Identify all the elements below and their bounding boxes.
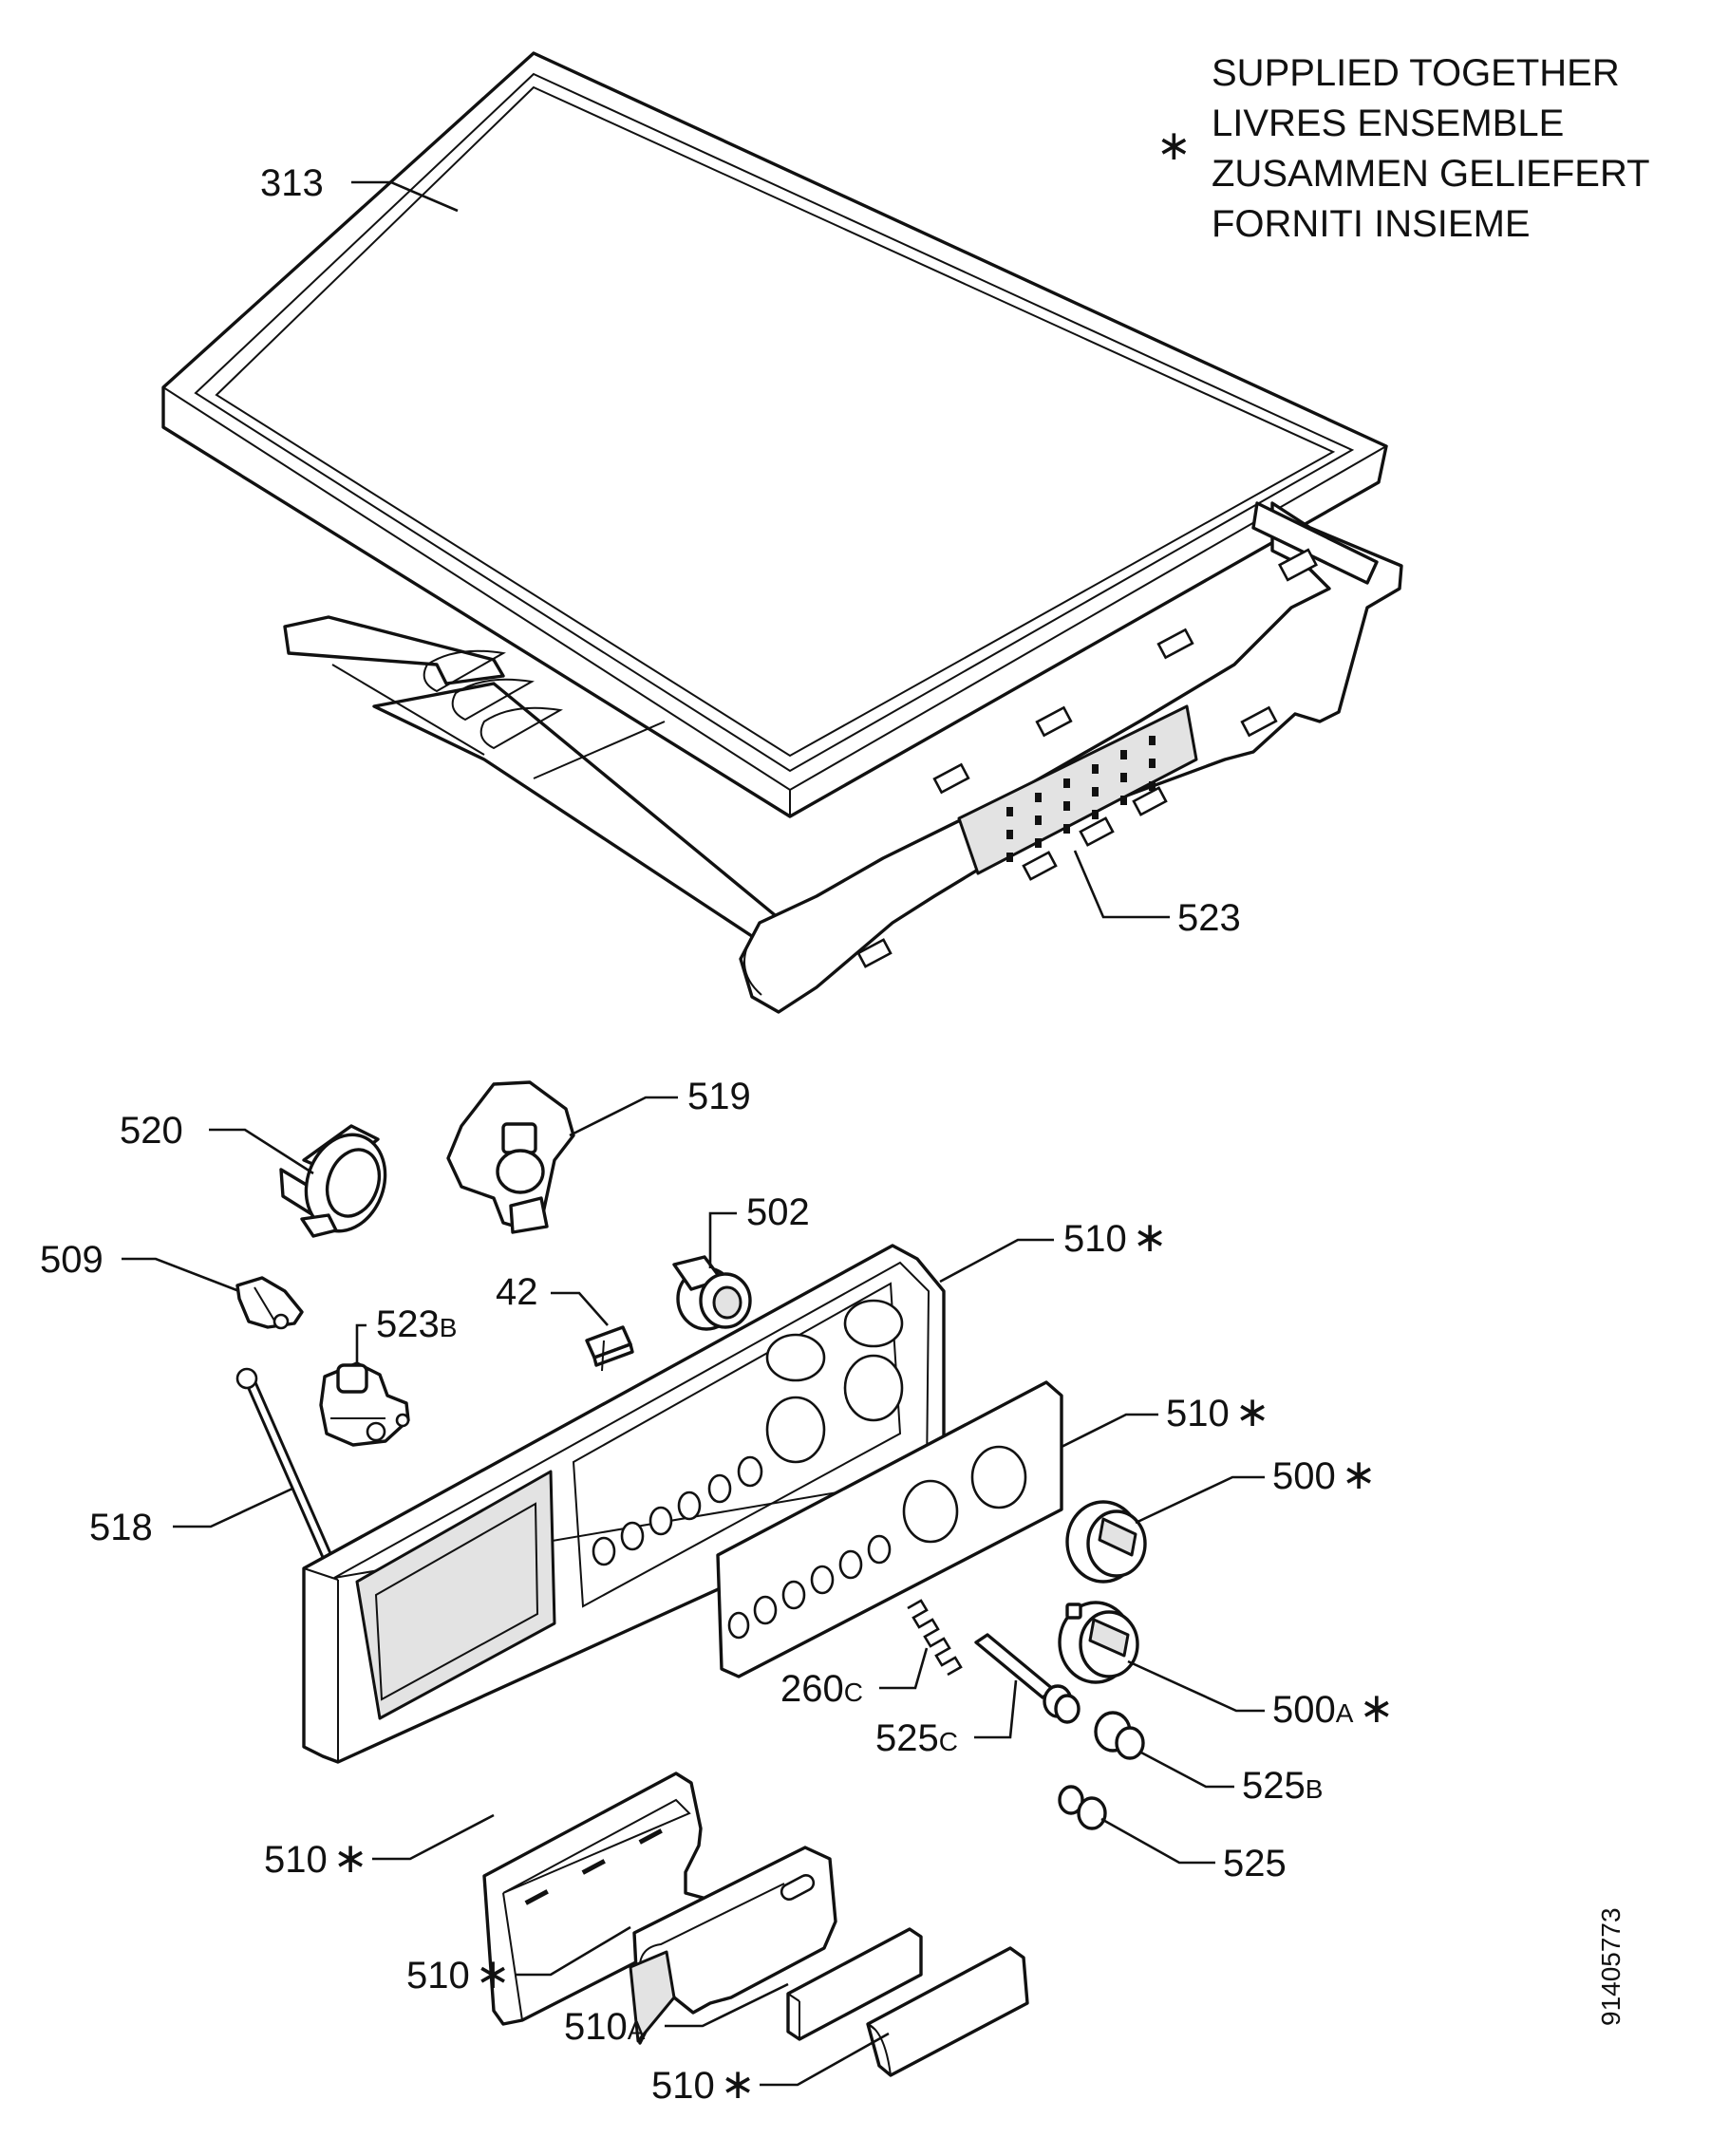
drawing-number: 91405773 (1596, 1907, 1626, 2026)
leader-lines (122, 180, 1265, 2087)
leader-509 (122, 1257, 240, 1293)
callout-313: 313 (260, 162, 324, 204)
callout-502: 502 (746, 1191, 810, 1233)
legend-line-de: ZUSAMMEN GELIEFERT (1212, 153, 1650, 195)
leader-525b (1140, 1751, 1234, 1789)
leader-510-drawer (372, 1813, 495, 1861)
leader-500 (1135, 1475, 1265, 1525)
callout-500a: 500A∗ (1272, 1684, 1394, 1733)
legend: ∗ SUPPLIED TOGETHER LIVRES ENSEMBLE ZUSA… (1156, 52, 1650, 245)
leader-502 (708, 1211, 737, 1268)
star-icon: ∗ (333, 1834, 368, 1883)
leader-523 (1073, 850, 1170, 919)
part-502-bushing (672, 1255, 752, 1331)
leader-510-handle (515, 1925, 631, 1977)
part-510-control-panel (302, 1244, 946, 1764)
part-313-top-lid (161, 51, 1389, 818)
leader-510-cap (760, 2032, 890, 2087)
callout-42: 42 (496, 1271, 538, 1313)
leader-510a (665, 1982, 789, 2028)
callout-523: 523 (1177, 897, 1241, 939)
part-500a-knob (1058, 1601, 1139, 1684)
part-525b-pin (1094, 1711, 1145, 1760)
part-260c-spring (907, 1599, 963, 1677)
leader-525c (974, 1679, 1018, 1739)
callout-509: 509 (40, 1239, 103, 1281)
part-520-switch-housing (279, 1124, 387, 1238)
callout-523b: 523B (376, 1303, 457, 1345)
part-500-knob (1065, 1500, 1147, 1584)
callout-labels: 313 523 520 519 502 510∗ 509 42 523B 510… (40, 162, 1394, 2109)
callout-500: 500∗ (1272, 1451, 1377, 1499)
callout-510a: 510A (564, 2006, 646, 2048)
legend-marker: ∗ (1156, 122, 1192, 170)
star-icon: ∗ (1235, 1388, 1270, 1436)
callout-260c: 260C (780, 1668, 863, 1710)
leader-525 (1100, 1817, 1215, 1865)
leader-519 (569, 1096, 678, 1137)
legend-line-it: FORNITI INSIEME (1212, 203, 1531, 245)
leader-42 (551, 1291, 609, 1326)
part-510-cap (866, 1946, 1029, 2077)
callout-510-panel: 510∗ (1166, 1388, 1270, 1436)
leader-510-panel (1061, 1413, 1158, 1449)
callout-525b: 525B (1242, 1765, 1323, 1807)
legend-line-fr: LIVRES ENSEMBLE (1212, 103, 1564, 144)
part-519-selector-mount (446, 1080, 575, 1234)
part-523b-lock (319, 1361, 410, 1447)
part-523-console-frame (283, 501, 1403, 1014)
part-518-rod (235, 1367, 338, 1571)
leader-520 (209, 1128, 314, 1175)
part-510-drawer-handle (629, 1846, 837, 2045)
leader-260c (879, 1647, 929, 1690)
part-525c-shaft (974, 1633, 1081, 1724)
star-icon: ∗ (721, 2060, 756, 2109)
callout-525: 525 (1223, 1843, 1287, 1884)
callout-510-cap: 510∗ (651, 2060, 756, 2109)
star-icon: ∗ (1359, 1684, 1394, 1733)
leader-523b (355, 1323, 366, 1365)
part-525-pin (1058, 1785, 1107, 1830)
callout-510-top: 510∗ (1063, 1213, 1168, 1262)
part-42-microswitch (585, 1325, 634, 1372)
star-icon: ∗ (476, 1950, 511, 1998)
part-510a-insert (786, 1927, 923, 2041)
legend-line-en: SUPPLIED TOGETHER (1212, 52, 1620, 94)
leader-313 (351, 180, 459, 213)
callout-519: 519 (687, 1076, 751, 1117)
callout-510-handle: 510∗ (406, 1950, 511, 1998)
part-510-front-plate (716, 1380, 1063, 1678)
star-icon: ∗ (1342, 1451, 1377, 1499)
part-510-drawer-front (482, 1772, 710, 2026)
callout-510-drawer: 510∗ (264, 1834, 368, 1883)
part-509-latch (235, 1276, 304, 1330)
star-icon: ∗ (1133, 1213, 1168, 1262)
leader-500a (1127, 1659, 1265, 1713)
leader-518 (173, 1487, 293, 1528)
callout-518: 518 (89, 1507, 153, 1548)
callout-520: 520 (120, 1110, 183, 1152)
leader-510-top (939, 1238, 1054, 1284)
callout-525c: 525C (875, 1717, 958, 1759)
